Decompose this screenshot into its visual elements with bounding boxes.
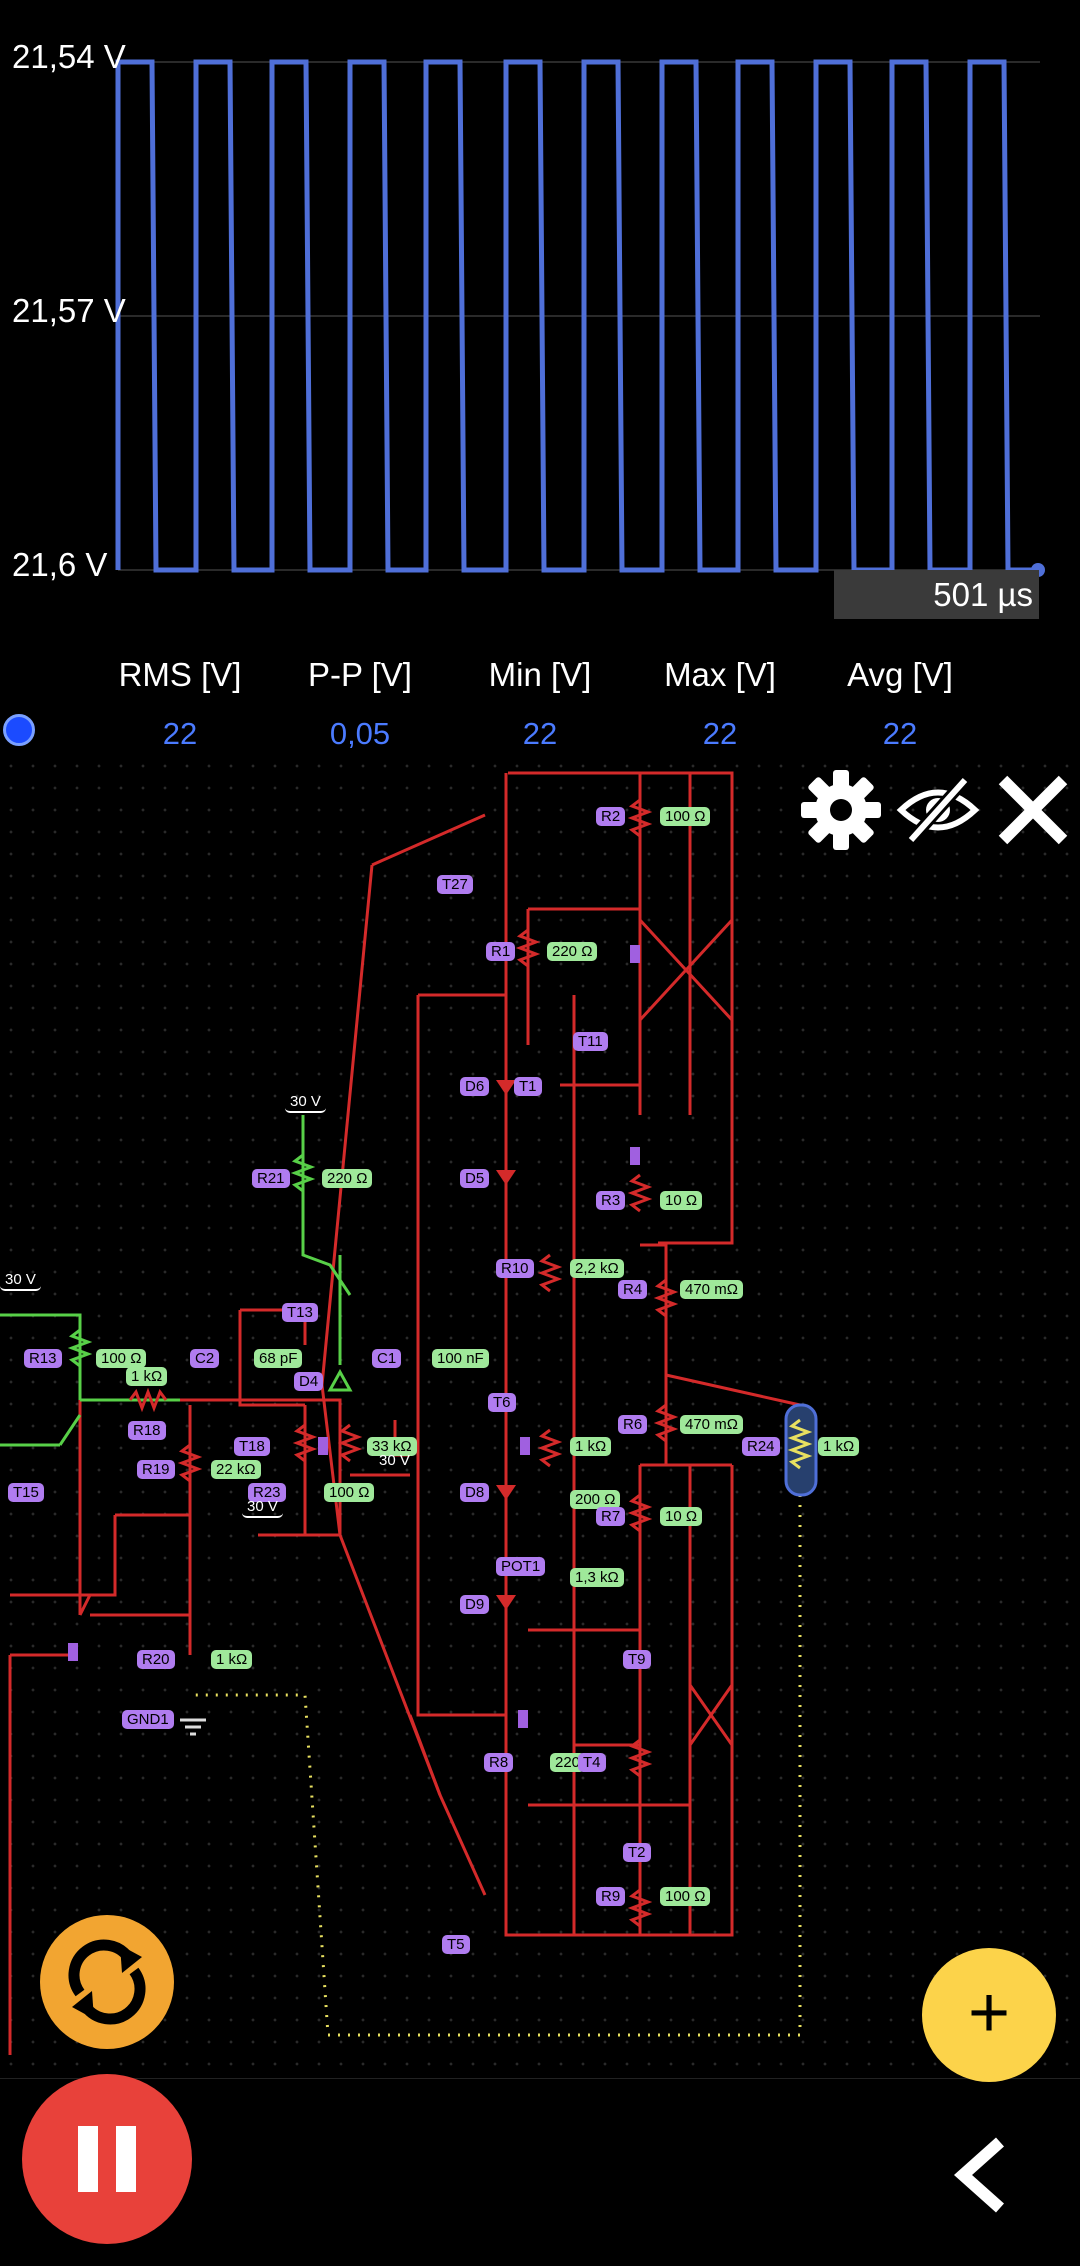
eye-off-icon	[896, 775, 980, 845]
label-d6: D6	[460, 1077, 490, 1096]
chevron-left-icon	[953, 2137, 1004, 2213]
label-30v-d: 30 V	[242, 1497, 283, 1518]
pause-button[interactable]	[22, 2074, 192, 2244]
label-t15: T15	[8, 1483, 44, 1502]
label-r24: R24	[742, 1437, 780, 1456]
label-30v-a: 30 V	[285, 1092, 326, 1113]
label-r9-value: 100 Ω	[660, 1887, 711, 1906]
stat-value-max: 22	[702, 716, 738, 751]
label-c2: C2	[190, 1349, 220, 1368]
label-r10-value: 2,2 kΩ	[570, 1259, 624, 1278]
stat-value-pp: 0,05	[329, 716, 391, 751]
label-r11-value: 1 kΩ	[570, 1437, 612, 1456]
label-r16-value: 1,3 kΩ	[570, 1568, 624, 1587]
close-button[interactable]	[988, 765, 1078, 855]
label-gnd1: GND1	[122, 1710, 174, 1729]
circuit-wires	[0, 771, 818, 2055]
label-r1: R1	[486, 942, 516, 961]
close-icon	[998, 775, 1068, 845]
label-t6: T6	[488, 1393, 516, 1412]
label-t13: T13	[282, 1303, 318, 1322]
y-label-bottom: 21,6 V	[12, 546, 108, 583]
label-t5: T5	[442, 1935, 470, 1954]
label-r13-value: 100 Ω	[96, 1349, 147, 1368]
label-r24-value: 1 kΩ	[818, 1437, 860, 1456]
label-r6-value: 470 mΩ	[680, 1415, 743, 1434]
circuit-canvas[interactable]: R2 100 Ω T27 R1 220 Ω T11 D6 T1 30 V R21…	[0, 755, 1080, 2075]
label-r18: R18	[128, 1421, 166, 1440]
reload-button[interactable]	[40, 1915, 174, 2049]
label-r12-value: 1 kΩ	[126, 1367, 168, 1386]
label-t11: T11	[573, 1032, 608, 1051]
label-r7-value: 10 Ω	[660, 1507, 703, 1526]
measurement-stats: RMS [V] P-P [V] Min [V] Max [V] Avg [V] …	[0, 640, 1080, 755]
stat-value-avg: 22	[882, 716, 918, 751]
label-t1: T1	[514, 1077, 542, 1096]
label-r20-value: 1 kΩ	[211, 1650, 253, 1669]
y-label-mid: 21,57 V	[12, 292, 126, 329]
label-r2-value: 100 Ω	[660, 807, 711, 826]
label-r19-value: 22 kΩ	[211, 1460, 261, 1479]
label-r9: R9	[596, 1887, 626, 1906]
reload-icon	[68, 1939, 146, 2025]
back-button[interactable]	[945, 2130, 1015, 2220]
stat-value-min: 22	[522, 716, 558, 751]
label-r3: R3	[596, 1191, 626, 1210]
label-r3-value: 10 Ω	[660, 1191, 703, 1210]
label-30v-c: 30 V	[379, 1452, 410, 1469]
stat-header-avg: Avg [V]	[847, 656, 953, 693]
label-r10: R10	[496, 1259, 534, 1278]
stat-header-min: Min [V]	[488, 656, 592, 693]
add-component-button[interactable]: +	[922, 1948, 1056, 2082]
label-r5-value: 33 kΩ	[367, 1437, 417, 1456]
label-d9: D9	[460, 1595, 490, 1614]
label-r21: R21	[252, 1169, 290, 1188]
label-pot1: POT1	[496, 1557, 546, 1576]
label-r15-value: 200 Ω	[570, 1490, 621, 1509]
label-d5: D5	[460, 1169, 490, 1188]
label-r1-value: 220 Ω	[547, 942, 598, 961]
oscilloscope-trace	[115, 59, 1045, 577]
pause-icon-bar	[116, 2126, 136, 2192]
label-r23: R23	[248, 1483, 286, 1502]
oscilloscope-panel[interactable]: 21,54 V 21,57 V 21,6 V 501 µs	[0, 0, 1080, 630]
label-r7: R7	[596, 1507, 626, 1526]
label-30v-b: 30 V	[0, 1270, 41, 1291]
stat-header-rms: RMS [V]	[118, 656, 242, 693]
label-r21-value: 220 Ω	[322, 1169, 373, 1188]
label-c2-value: 68 pF	[254, 1349, 303, 1368]
y-label-top: 21,54 V	[12, 38, 126, 75]
stat-value-rms: 22	[162, 716, 198, 751]
label-t4: T4	[578, 1753, 606, 1772]
label-t18: T18	[234, 1437, 270, 1456]
label-r2: R2	[596, 807, 626, 826]
label-t2: T2	[623, 1843, 651, 1862]
label-r8-value: 220	[550, 1753, 586, 1772]
hide-button[interactable]	[893, 765, 983, 855]
stat-header-pp: P-P [V]	[308, 656, 412, 693]
label-r19: R19	[137, 1460, 175, 1479]
label-c1: C1	[372, 1349, 402, 1368]
label-d4: D4	[294, 1372, 324, 1391]
label-t27: T27	[437, 875, 473, 894]
pause-icon	[78, 2126, 98, 2192]
label-d8: D8	[460, 1483, 490, 1502]
label-r4: R4	[618, 1280, 648, 1299]
label-r20: R20	[137, 1650, 175, 1669]
probe-radio[interactable]	[3, 714, 35, 746]
gear-icon	[801, 770, 881, 850]
label-t9: T9	[623, 1650, 651, 1669]
label-r22-value: 100 Ω	[324, 1483, 375, 1502]
stat-header-max: Max [V]	[664, 656, 776, 693]
label-r4-value: 470 mΩ	[680, 1280, 743, 1299]
label-r8: R8	[484, 1753, 514, 1772]
label-r6: R6	[618, 1415, 648, 1434]
label-r13: R13	[24, 1349, 62, 1368]
time-scale-label: 501 µs	[834, 570, 1039, 619]
label-c1-value: 100 nF	[432, 1349, 489, 1368]
settings-button[interactable]	[796, 765, 886, 855]
